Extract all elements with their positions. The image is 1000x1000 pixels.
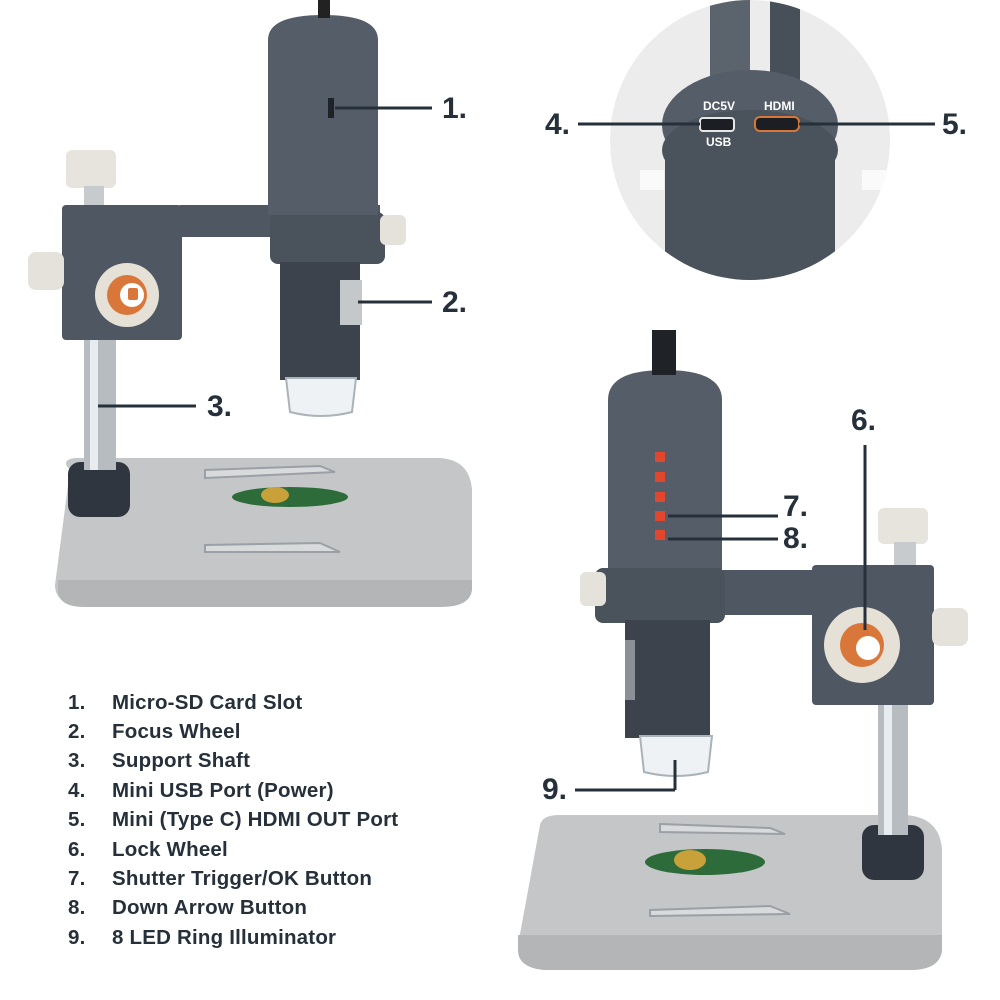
parts-legend: 1. Micro-SD Card Slot 2. Focus Wheel 3. … [68,688,488,953]
callout-9: 9. [542,773,568,806]
beetle-specimen [232,487,348,507]
mini-usb-port [699,117,735,132]
microscope-body-upper [268,15,378,215]
legend-number: 3. [68,749,86,773]
led-ring-cap [638,735,714,777]
legend-item: 9. 8 LED Ring Illuminator [68,923,488,952]
support-shaft-right [878,695,908,835]
legend-number: 6. [68,837,86,861]
callout-2: 2. [442,286,468,319]
legend-number: 9. [68,925,86,949]
legend-number: 8. [68,896,86,920]
microsd-slot [328,98,334,118]
callout-7: 7. [783,490,809,523]
usb-label: USB [706,135,732,149]
callout-8: 8. [783,522,809,555]
legend-item: 5. Mini (Type C) HDMI OUT Port [68,806,488,835]
top-knob [66,150,116,188]
legend-label: Lock Wheel [112,837,228,861]
menu-button [655,492,665,502]
focus-wheel-top [340,280,362,325]
callout-5: 5. [942,108,968,141]
callout-1: 1. [442,92,468,125]
legend-label: Mini USB Port (Power) [112,778,334,802]
legend-number: 4. [68,778,86,802]
ok-button [655,511,665,521]
legend-label: Shutter Trigger/OK Button [112,867,373,891]
legend-label: 8 LED Ring Illuminator [112,925,337,949]
legend-item: 7. Shutter Trigger/OK Button [68,864,488,893]
support-shaft [84,320,116,470]
callout-6: 6. [851,404,877,437]
power-button [655,452,665,462]
down-button [655,530,665,540]
hdmi-port [754,116,800,132]
legend-item: 8. Down Arrow Button [68,894,488,923]
microscope-illustration-bottom-right [518,330,968,970]
microscope-illustration-top-left [28,0,472,607]
legend-number: 2. [68,720,86,744]
callout-4: 4. [545,108,571,141]
mode-button [655,472,665,482]
stand-base-right [518,815,942,970]
hdmi-label: HDMI [764,99,795,113]
legend-label: Focus Wheel [112,720,241,744]
legend-label: Support Shaft [112,749,251,773]
legend-item: 3. Support Shaft [68,747,488,776]
legend-item: 1. Micro-SD Card Slot [68,688,488,717]
legend-item: 6. Lock Wheel [68,835,488,864]
legend-label: Down Arrow Button [112,896,308,920]
legend-label: Mini (Type C) HDMI OUT Port [112,808,399,832]
legend-number: 1. [68,690,86,714]
callout-3: 3. [207,390,233,423]
microscope-lower-front [625,620,710,738]
clear-cap [284,377,358,417]
arm-collar [270,212,385,264]
shaft-collar [68,462,130,517]
legend-item: 4. Mini USB Port (Power) [68,776,488,805]
dc5v-label: DC5V [703,99,736,113]
stage-clip-bottom [204,541,341,553]
legend-number: 7. [68,867,86,891]
legend-number: 5. [68,808,86,832]
side-knob-left [28,252,64,290]
legend-label: Micro-SD Card Slot [112,690,303,714]
stage-clip-top [204,464,336,480]
legend-item: 2. Focus Wheel [68,717,488,746]
stand-base [55,458,472,607]
port-closeup-illustration [578,0,935,280]
